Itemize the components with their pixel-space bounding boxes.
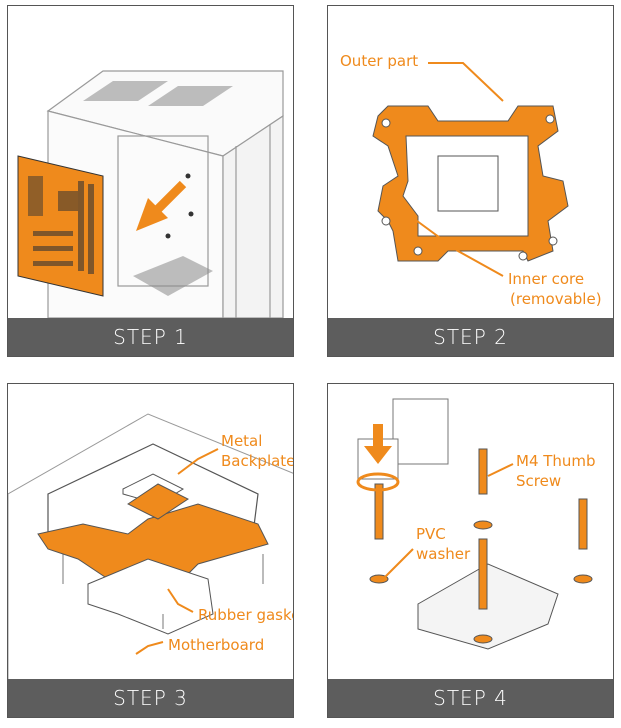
callout-backplate: Backplate [221,452,294,470]
top-vent-mesh [83,81,233,106]
cpu-socket [417,563,559,650]
step-1-label: STEP 1 [8,318,293,356]
step-4-label: STEP 4 [328,679,613,717]
callout-removable: (removable) [510,290,602,308]
callout-motherboard: Motherboard [168,636,264,654]
step-3-illustration: Metal Backplate Rubber gasket Motherboar… [8,413,294,681]
callout-pvc: PVC [416,525,446,543]
callout-inner-core: Inner core [508,270,584,288]
mounting-posts [62,554,264,629]
lower-backplate [87,558,214,635]
pvc-washers [369,520,593,644]
install-arrow [136,180,187,231]
step-1-illustration [17,70,284,319]
bottom-vent-mesh [133,256,213,296]
step-2-illustration: Outer part Inner core (removable) [340,52,602,308]
callout-leaders [135,448,219,655]
screw-highlight-ring [356,472,400,492]
callout-screw: Screw [516,472,561,490]
callout-rubber-gasket: Rubber gasket [198,606,294,624]
callout-washer: washer [416,545,471,563]
standoff-holes [165,173,194,239]
step-1-panel: STEP 1 [7,5,294,357]
callout-outer-part: Outer part [340,52,418,70]
callout-leaders [412,62,504,277]
step-2-panel: Outer part Inner core (removable) STEP 2 [327,5,614,357]
motherboard [17,155,104,297]
motherboard-io [357,398,449,480]
bracket-inner-core [402,135,529,237]
rubber-gasket [37,483,269,600]
callout-metal: Metal [221,432,262,450]
callout-leaders [384,463,514,578]
step-3-label: STEP 3 [8,679,293,717]
step-2-label: STEP 2 [328,318,613,356]
step-3-panel: Metal Backplate Rubber gasket Motherboar… [7,383,294,718]
thumb-screws [374,448,588,610]
step-4-illustration: M4 Thumb Screw PVC washer [356,398,596,650]
down-arrow [364,424,392,464]
callout-m4-thumb: M4 Thumb [516,452,596,470]
step-4-panel: M4 Thumb Screw PVC washer STEP 4 [327,383,614,718]
